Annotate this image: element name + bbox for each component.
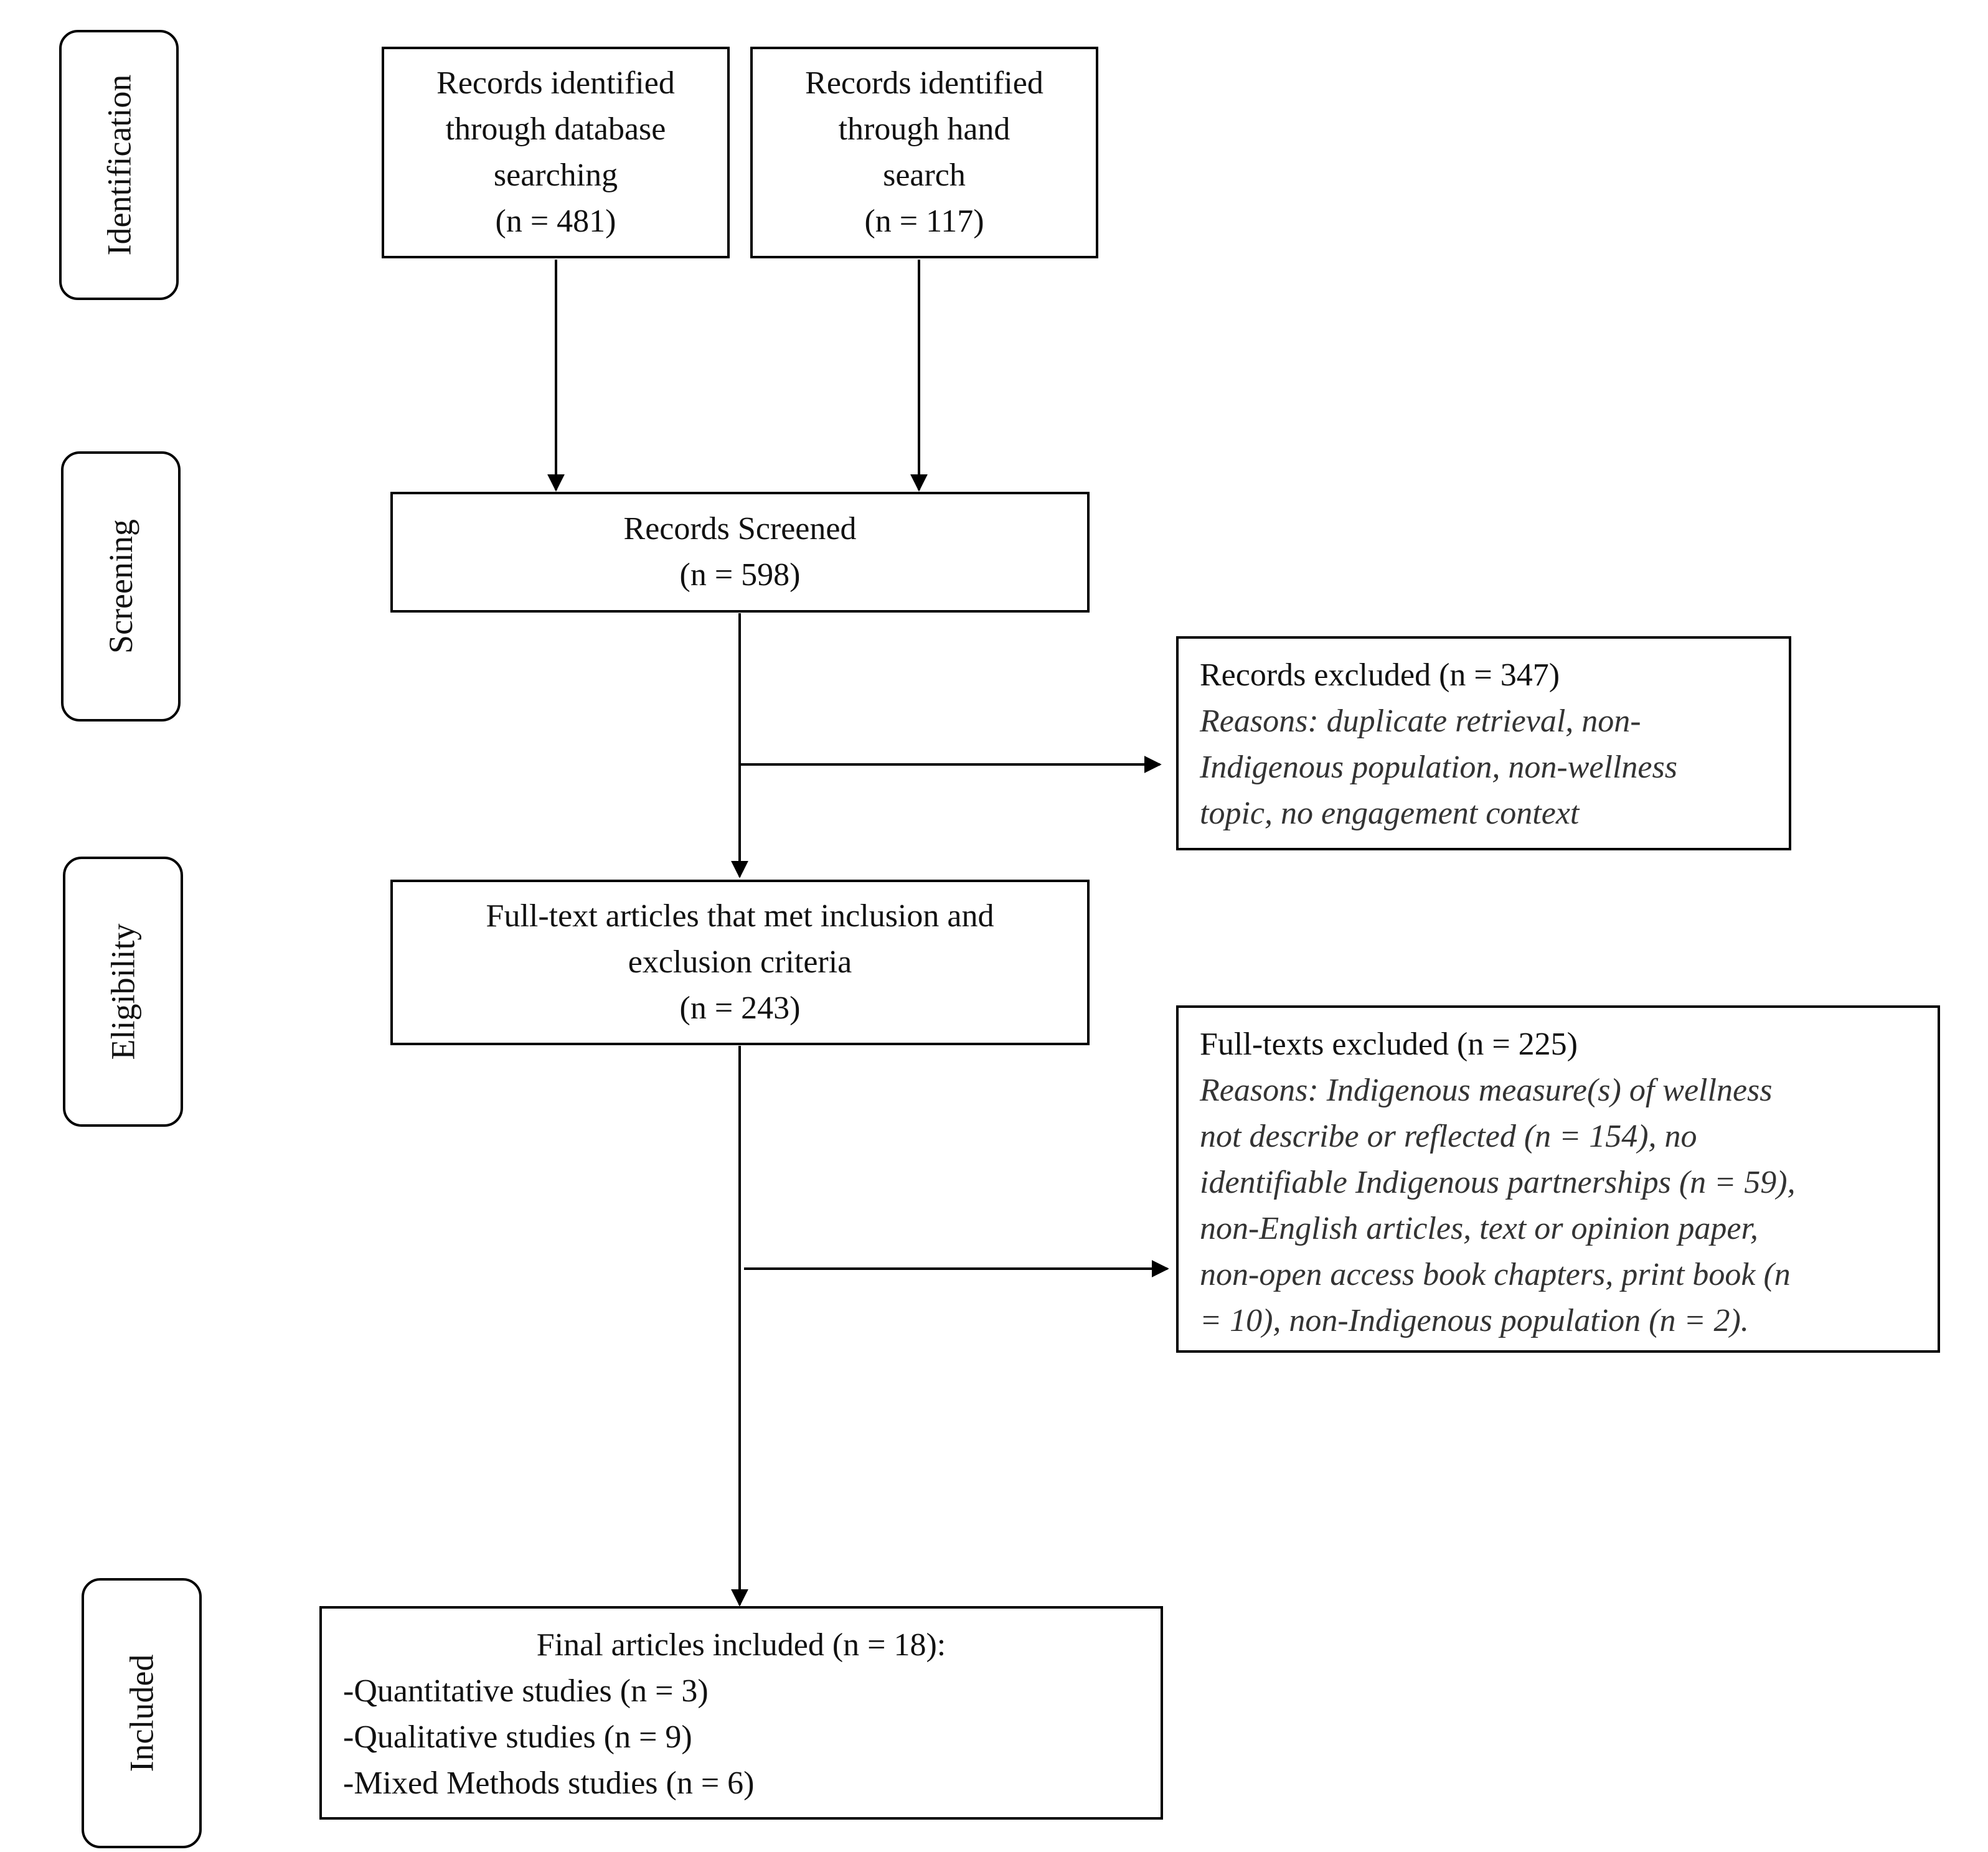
- fulltext-count: (n = 243): [679, 990, 801, 1026]
- records-excluded-reason-2: Indigenous population, non-wellness: [1200, 750, 1677, 785]
- box-records-screened: Records Screened (n = 598): [390, 492, 1090, 613]
- fulltext-line-1: Full-text articles that met inclusion an…: [486, 898, 994, 934]
- phase-screening: Screening: [61, 451, 181, 722]
- final-item-quantitative: -Quantitative studies (n = 3): [343, 1673, 709, 1709]
- phase-eligibility-label: Eligibility: [104, 923, 142, 1060]
- hand-line-1: Records identified: [805, 65, 1043, 101]
- box-final-included: Final articles included (n = 18): -Quant…: [319, 1606, 1163, 1820]
- box-records-excluded: Records excluded (n = 347) Reasons: dupl…: [1176, 636, 1791, 850]
- screened-title: Records Screened: [623, 511, 857, 547]
- phase-eligibility: Eligibility: [63, 857, 183, 1127]
- final-heading: Final articles included (n = 18):: [536, 1627, 946, 1663]
- records-excluded-heading: Records excluded (n = 347): [1200, 657, 1560, 693]
- fulltexts-excluded-reason-5: non-open access book chapters, print boo…: [1200, 1257, 1791, 1292]
- phase-identification: Identification: [59, 30, 179, 300]
- box-database-search: Records identified through database sear…: [382, 47, 730, 258]
- box-fulltexts-excluded: Full-texts excluded (n = 225) Reasons: I…: [1176, 1005, 1940, 1353]
- fulltexts-excluded-reason-3: identifiable Indigenous partnerships (n …: [1200, 1165, 1796, 1200]
- box-hand-search: Records identified through hand search (…: [750, 47, 1098, 258]
- phase-included-label: Included: [123, 1654, 161, 1772]
- final-item-qualitative: -Qualitative studies (n = 9): [343, 1719, 692, 1755]
- final-item-mixed-methods: -Mixed Methods studies (n = 6): [343, 1765, 755, 1801]
- hand-line-2: through hand: [838, 111, 1010, 147]
- database-line-3: searching: [493, 157, 618, 193]
- hand-line-3: search: [883, 157, 966, 193]
- box-fulltext-assessed: Full-text articles that met inclusion an…: [390, 880, 1090, 1045]
- fulltexts-excluded-reason-2: not describe or reflected (n = 154), no: [1200, 1119, 1697, 1154]
- phase-identification-label: Identification: [100, 74, 138, 256]
- database-line-2: through database: [445, 111, 666, 147]
- fulltexts-excluded-reason-6: = 10), non-Indigenous population (n = 2)…: [1200, 1303, 1749, 1338]
- phase-included: Included: [82, 1578, 202, 1848]
- database-line-1: Records identified: [436, 65, 675, 101]
- fulltext-line-2: exclusion criteria: [628, 944, 852, 980]
- phase-screening-label: Screening: [102, 519, 140, 654]
- database-count: (n = 481): [495, 204, 616, 239]
- fulltexts-excluded-reason-1: Reasons: Indigenous measure(s) of wellne…: [1200, 1073, 1773, 1108]
- screened-count: (n = 598): [679, 557, 801, 593]
- records-excluded-reason-1: Reasons: duplicate retrieval, non-: [1200, 703, 1641, 739]
- records-excluded-reason-3: topic, no engagement context: [1200, 796, 1580, 831]
- hand-count: (n = 117): [864, 204, 984, 239]
- fulltexts-excluded-heading: Full-texts excluded (n = 225): [1200, 1027, 1578, 1062]
- fulltexts-excluded-reason-4: non-English articles, text or opinion pa…: [1200, 1211, 1758, 1246]
